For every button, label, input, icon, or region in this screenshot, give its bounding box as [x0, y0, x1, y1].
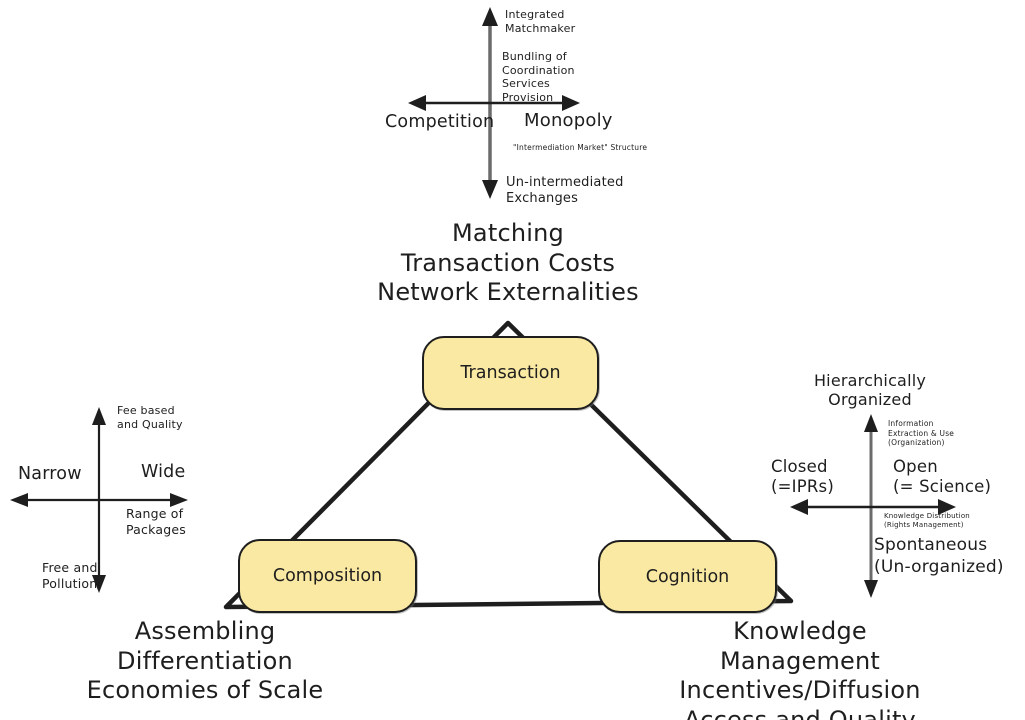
top-axis-down-label: Un-intermediated Exchanges	[506, 175, 624, 206]
top-axis-left-label: Competition	[385, 112, 495, 132]
center-title: Matching Transaction Costs Network Exter…	[377, 219, 639, 306]
left-axis-right-label: Wide	[141, 462, 186, 482]
right-axis-note-label: Information Extraction & Use (Organizati…	[888, 419, 955, 447]
right-axis-caption-label: Knowledge Distribution (Rights Managemen…	[884, 512, 970, 529]
bottom-right-title: Knowledge Management Incentives/Diffusio…	[679, 617, 921, 720]
top-axis-right-label: Monopoly	[524, 110, 613, 131]
left-axis-cross-icon	[10, 407, 188, 593]
left-axis-caption-label: Range of Packages	[126, 506, 186, 537]
top-axis-note-label: Bundling of Coordination Services Provis…	[502, 50, 575, 104]
right-axis-left-label: Closed (=IPRs)	[771, 457, 834, 496]
left-axis-up-label: Fee based and Quality	[117, 404, 183, 431]
node-transaction: Transaction	[422, 336, 599, 410]
right-axis-up-label: Hierarchically Organized	[813, 371, 927, 409]
node-composition: Composition	[238, 539, 417, 613]
top-axis-caption-label: "Intermediation Market" Structure	[513, 143, 648, 152]
right-axis-right-label: Open (= Science)	[893, 457, 992, 496]
node-composition-label: Composition	[272, 566, 383, 586]
node-transaction-label: Transaction	[460, 363, 561, 383]
top-axis-cross-icon	[408, 7, 580, 199]
right-axis-cross-icon	[790, 414, 956, 598]
node-cognition-label: Cognition	[645, 566, 730, 587]
right-axis-down-label: Spontaneous (Un-organized)	[874, 535, 1004, 577]
node-cognition: Cognition	[598, 540, 777, 613]
left-axis-left-label: Narrow	[18, 464, 82, 484]
top-axis-up-label: Integrated Matchmaker	[505, 8, 576, 35]
bottom-left-title: Assembling Differentiation Economies of …	[86, 617, 324, 704]
left-axis-down-label: Free and Pollution	[42, 560, 98, 591]
